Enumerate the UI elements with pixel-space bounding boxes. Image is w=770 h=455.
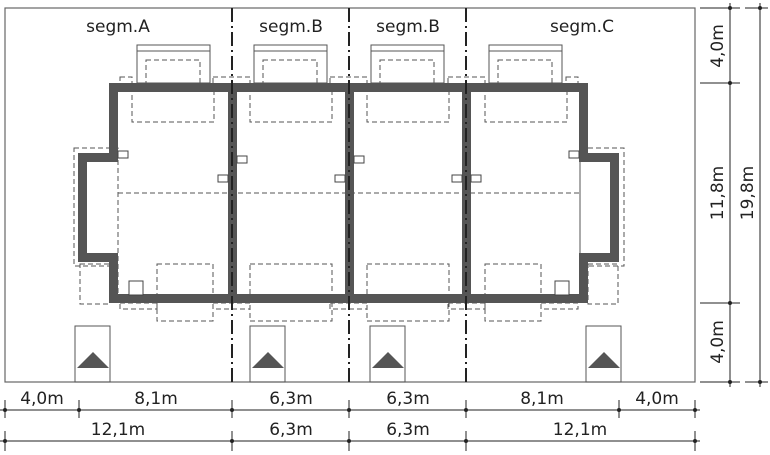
right-dimension-col-2: 19,8m bbox=[738, 3, 768, 387]
dim-6-3-d: 6,3m bbox=[386, 420, 430, 440]
party-wall-2 bbox=[345, 88, 354, 298]
chimneys bbox=[117, 150, 580, 296]
dim-11-8: 11,8m bbox=[708, 166, 728, 220]
segment-label-a: segm.A bbox=[86, 17, 150, 37]
right-dimension-col-1: 4,0m 11,8m 4,0m bbox=[700, 3, 740, 387]
dim-4-0-right: 4,0m bbox=[635, 389, 679, 409]
dim-12-1-left: 12,1m bbox=[91, 420, 145, 440]
dim-4-0-left: 4,0m bbox=[20, 389, 64, 409]
dim-4-0-top: 4,0m bbox=[708, 24, 728, 68]
dim-4-0-bottom: 4,0m bbox=[708, 320, 728, 364]
dim-6-3-a: 6,3m bbox=[269, 389, 313, 409]
bottom-dimension-row-1: 4,0m 8,1m 6,3m 6,3m 8,1m 4,0m bbox=[0, 389, 700, 418]
dim-12-1-right: 12,1m bbox=[553, 420, 607, 440]
dim-8-1-right: 8,1m bbox=[520, 389, 564, 409]
dim-19-8: 19,8m bbox=[738, 166, 758, 220]
segment-label-c: segm.C bbox=[550, 17, 614, 37]
entrances bbox=[74, 325, 622, 383]
segment-label-b1: segm.B bbox=[259, 17, 323, 37]
dim-8-1-left: 8,1m bbox=[134, 389, 178, 409]
dim-6-3-c: 6,3m bbox=[269, 420, 313, 440]
party-wall-3 bbox=[462, 88, 471, 298]
dim-6-3-b: 6,3m bbox=[386, 389, 430, 409]
bottom-dimension-row-2: 12,1m 6,3m 6,3m 12,1m bbox=[0, 420, 700, 451]
party-wall-1 bbox=[228, 88, 237, 298]
segment-label-b2: segm.B bbox=[376, 17, 440, 37]
